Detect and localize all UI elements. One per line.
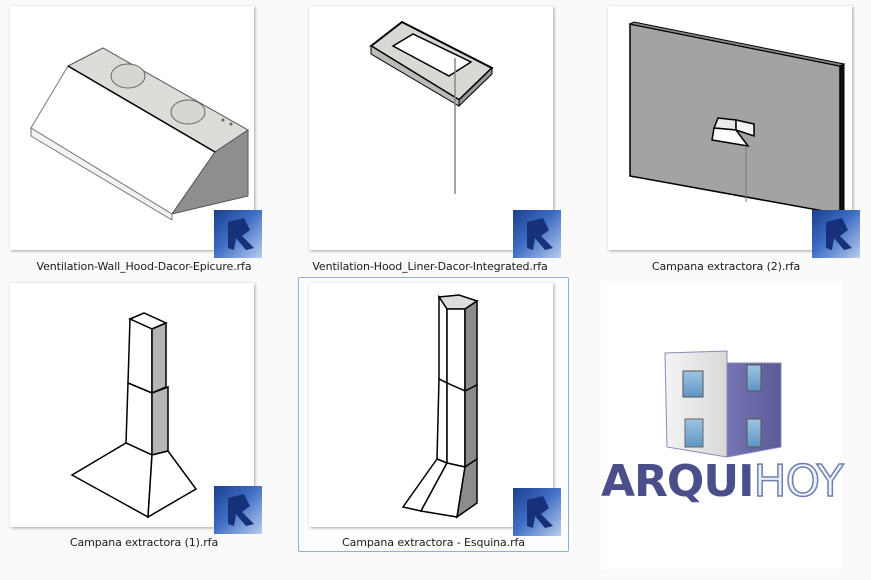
file-thumbnail xyxy=(309,6,553,250)
revit-family-icon xyxy=(214,210,262,258)
file-name: Campana extractora (1).rfa xyxy=(69,536,219,549)
hood-liner-preview-icon xyxy=(369,20,494,194)
revit-family-icon xyxy=(513,210,561,258)
wall-hood-preview-icon xyxy=(30,47,249,221)
arquihoy-wordmark: ARQUIHOY xyxy=(601,455,844,508)
corner-hood-preview-icon xyxy=(401,294,479,519)
file-tile-1[interactable]: Ventilation-Wall_Hood-Dacor-Epicure.rfa xyxy=(4,2,284,274)
revit-family-icon xyxy=(214,486,262,534)
file-tile-2[interactable]: Ventilation-Hood_Liner-Dacor-Integrated.… xyxy=(290,2,570,274)
arquihoy-watermark: ARQUIHOY xyxy=(601,281,844,569)
revit-family-icon xyxy=(513,488,561,536)
file-name: Ventilation-Hood_Liner-Dacor-Integrated.… xyxy=(312,260,548,273)
file-tile-4[interactable]: Campana extractora (1).rfa xyxy=(4,278,284,553)
building-logo-icon xyxy=(664,350,782,458)
file-tile-3[interactable]: Campana extractora (2).rfa xyxy=(586,2,866,274)
file-name: Campana extractora (2).rfa xyxy=(651,260,801,273)
file-name: Campana extractora - Esquina.rfa xyxy=(342,536,525,549)
file-thumbnail xyxy=(309,283,553,527)
file-tile-5[interactable]: Campana extractora - Esquina.rfa xyxy=(298,277,569,552)
file-thumbnail xyxy=(10,283,254,527)
file-thumbnail xyxy=(10,6,254,250)
revit-family-icon xyxy=(812,210,860,258)
chimney-hood-preview-icon xyxy=(70,312,198,519)
file-name: Ventilation-Wall_Hood-Dacor-Epicure.rfa xyxy=(36,260,252,273)
